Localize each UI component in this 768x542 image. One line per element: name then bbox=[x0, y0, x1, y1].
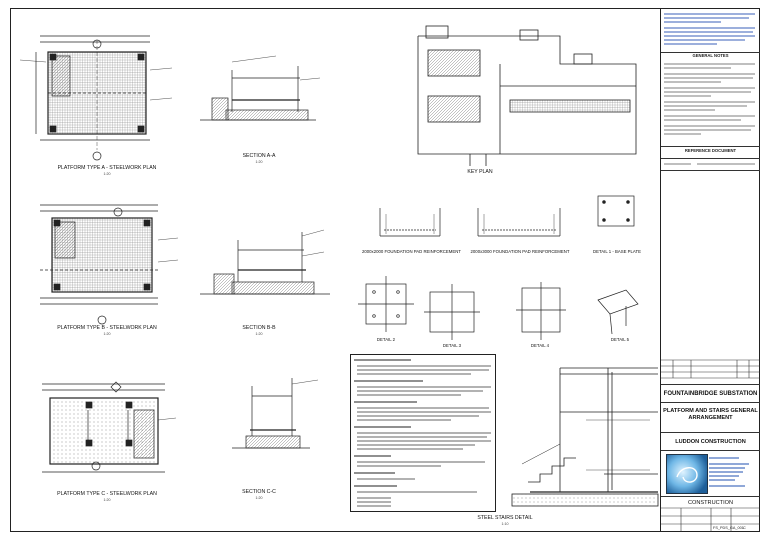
caption-detail-5: DETAIL 5 bbox=[610, 337, 630, 342]
drawing-number: FS_PDS_GA_001 bbox=[713, 526, 744, 530]
caption-pad-2: 2000x3000 FOUNDATION PAD REINFORCEMENT bbox=[470, 249, 570, 254]
tb-divider bbox=[661, 158, 760, 159]
revision: C bbox=[743, 526, 746, 530]
foundation-pad-drawings bbox=[379, 195, 635, 237]
scale-section-c: 1:20 bbox=[255, 496, 263, 500]
scale-section-b: 1:20 bbox=[255, 332, 263, 336]
scale-plan-a: 1:20 bbox=[103, 172, 111, 176]
caption-detail-1: DETAIL 1 - BASE PLATE bbox=[593, 249, 641, 254]
section-a-drawing bbox=[200, 55, 321, 121]
caption-key-plan: KEY PLAN bbox=[467, 169, 493, 175]
caption-detail-4: DETAIL 4 bbox=[530, 343, 550, 348]
caption-plan-b: PLATFORM TYPE B - STEELWORK PLAN bbox=[57, 325, 157, 331]
reference-document-title: REFERENCE DOCUMENT bbox=[684, 148, 737, 153]
drawing-status: CONSTRUCTION bbox=[687, 500, 734, 506]
tb-divider bbox=[661, 52, 760, 53]
tb-divider bbox=[661, 170, 760, 171]
logo-swirl-icon bbox=[676, 467, 698, 483]
caption-detail-2: DETAIL 2 bbox=[376, 337, 396, 342]
connection-details bbox=[358, 276, 639, 340]
tb-divider bbox=[661, 496, 760, 497]
tb-divider bbox=[661, 146, 760, 147]
caption-detail-3: DETAIL 3 bbox=[442, 343, 462, 348]
tb-divider bbox=[661, 402, 760, 403]
company-logo bbox=[666, 454, 708, 494]
tb-divider bbox=[661, 450, 760, 451]
caption-section-c: SECTION C-C bbox=[242, 489, 276, 495]
section-c-drawing bbox=[232, 378, 319, 449]
plan-a-drawing bbox=[19, 35, 173, 161]
sheet-border bbox=[10, 8, 760, 532]
caption-section-b: SECTION B-B bbox=[242, 325, 276, 331]
tb-divider bbox=[661, 432, 760, 433]
scale-plan-b: 1:20 bbox=[103, 332, 111, 336]
project-name: FOUNTAINBRIDGE SUBSTATION bbox=[663, 391, 758, 397]
drawing-title: PLATFORM AND STAIRS GENERAL ARRANGEMENT bbox=[663, 408, 758, 422]
caption-section-a: SECTION A-A bbox=[242, 153, 276, 159]
title-block-notes-lines bbox=[661, 13, 760, 532]
key-plan-drawing bbox=[417, 25, 637, 166]
specification-notes-box bbox=[350, 354, 496, 512]
general-notes-title: GENERAL NOTES bbox=[692, 53, 729, 58]
section-b-drawing bbox=[200, 229, 330, 295]
caption-plan-c: PLATFORM TYPE C - STEELWORK PLAN bbox=[57, 491, 157, 497]
client-name: LUDDON CONSTRUCTION bbox=[675, 439, 746, 445]
company-address-lines bbox=[709, 457, 749, 487]
caption-pad-1: 2000x2000 FOUNDATION PAD REINFORCEMENT bbox=[362, 249, 461, 254]
plan-c-drawing bbox=[42, 381, 177, 473]
caption-plan-a: PLATFORM TYPE A - STEELWORK PLAN bbox=[57, 165, 157, 171]
plan-b-drawing bbox=[40, 204, 179, 325]
scale-section-a: 1:20 bbox=[255, 160, 263, 164]
scale-plan-c: 1:20 bbox=[103, 498, 111, 502]
scale-stairs: 1:10 bbox=[501, 522, 509, 526]
stairs-drawing bbox=[511, 367, 659, 507]
specification-notes-text-lines bbox=[354, 359, 491, 507]
title-block: GENERAL NOTES REFERENCE DOCUMENT FOUNTAI… bbox=[660, 8, 760, 532]
tb-divider bbox=[661, 384, 760, 385]
caption-stairs: STEEL STAIRS DETAIL bbox=[477, 515, 533, 521]
